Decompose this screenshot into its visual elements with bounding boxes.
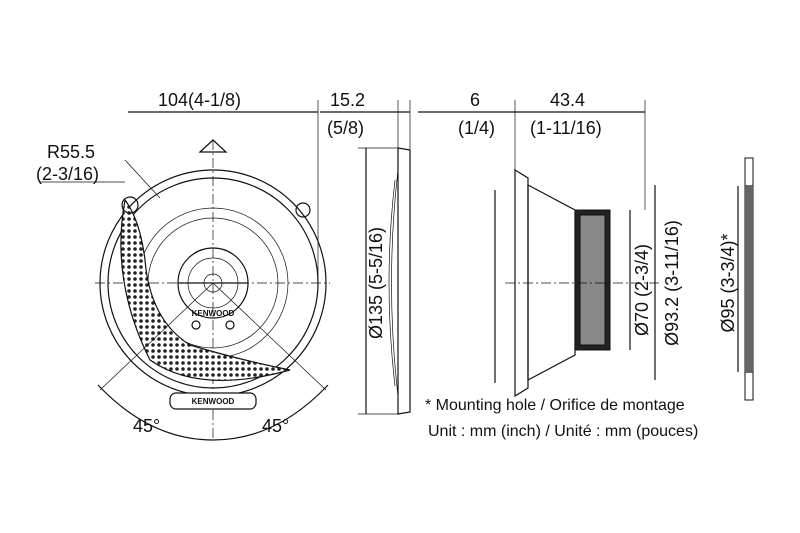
side-view: 15.2 (5/8) Ø135 (5-5/16) bbox=[320, 90, 411, 415]
brand-logo: KENWOOD bbox=[192, 397, 235, 406]
gap-inch-label: (1/4) bbox=[458, 118, 495, 138]
gap-label: 6 bbox=[470, 90, 480, 110]
magnet-diameter-label: Ø70 (2-3/4) bbox=[632, 244, 652, 336]
basket-diameter-label: Ø93.2 (3-11/16) bbox=[662, 220, 682, 346]
mounting-hole-diameter-label: Ø95 (3-3/4)* bbox=[718, 233, 738, 332]
depth-view: 6 (1/4) 43.4 (1-11/16) Ø70 (2-3/4) Ø93.2… bbox=[418, 90, 682, 398]
depth-label: 43.4 bbox=[550, 90, 585, 110]
mounting-hole-note: * Mounting hole / Orifice de montage bbox=[425, 397, 685, 414]
radius-inch-label: (2-3/16) bbox=[36, 164, 99, 184]
brand-logo-cone: KENWOOD bbox=[192, 309, 235, 318]
angle-left-label: 45° bbox=[133, 416, 160, 436]
unit-note: Unit : mm (inch) / Unité : mm (pouces) bbox=[428, 423, 698, 440]
width-label: 104(4-1/8) bbox=[158, 90, 241, 110]
radius-label: R55.5 bbox=[47, 142, 95, 162]
flange-depth-label: 15.2 bbox=[330, 90, 365, 110]
grille-badge bbox=[169, 392, 257, 410]
mounting-hole bbox=[121, 196, 139, 214]
angle-right-label: 45° bbox=[262, 416, 289, 436]
mounting-hole-view: Ø95 (3-3/4)* bbox=[718, 157, 754, 401]
outer-diameter-label: Ø135 (5-5/16) bbox=[366, 227, 386, 339]
front-view: KENWOOD KENWOOD 45° 45° 104(4-1/8) R55.5… bbox=[36, 90, 330, 441]
mounting-hole bbox=[295, 202, 311, 218]
flange-depth-inch-label: (5/8) bbox=[327, 118, 364, 138]
grille-mesh bbox=[120, 198, 291, 381]
depth-inch-label: (1-11/16) bbox=[530, 118, 602, 138]
